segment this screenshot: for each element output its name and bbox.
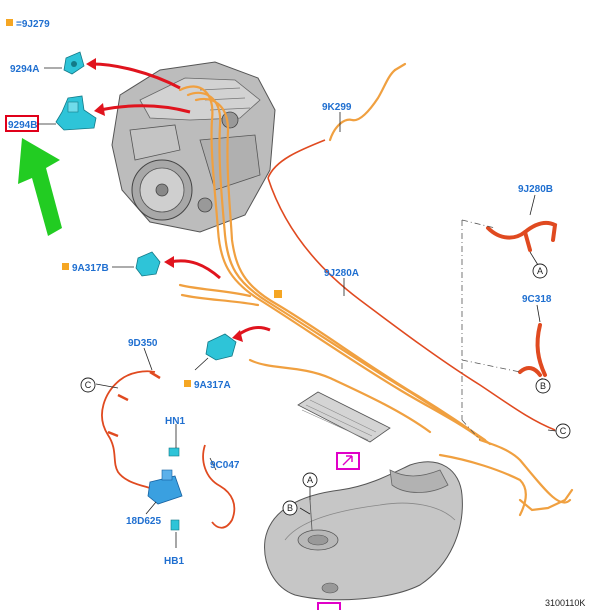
magenta-callout-2 <box>317 602 341 610</box>
part-HB1-connector <box>170 519 180 531</box>
label-9294B: 9294B <box>8 120 37 131</box>
figure-id: 3100110K <box>545 598 585 608</box>
highlight-box-9294B <box>5 115 39 132</box>
legend-orange-square <box>6 19 13 26</box>
part-9A317B-clip <box>135 251 161 277</box>
label-9D350: 9D350 <box>128 338 158 349</box>
magenta-callout-1 <box>336 452 360 470</box>
fuel-lines-orange <box>178 62 574 517</box>
connector-A-top: A <box>532 263 548 279</box>
svg-text:C: C <box>85 380 92 390</box>
label-9A317A: 9A317A <box>194 380 231 391</box>
dashed-leader-lines <box>461 219 521 441</box>
label-9K299: 9K299 <box>322 102 352 113</box>
green-arrow <box>18 138 62 236</box>
legend-code: =9J279 <box>16 19 50 30</box>
orange-marker-9A317A <box>184 380 191 387</box>
connector-B-right: B <box>535 378 551 394</box>
svg-text:A: A <box>537 266 543 276</box>
hose-9C318 <box>518 323 547 377</box>
svg-text:A: A <box>307 475 313 485</box>
connector-C-left: C <box>80 377 96 393</box>
label-9C047: 9C047 <box>210 460 240 471</box>
hose-9J280B <box>486 220 558 242</box>
fuel-tank <box>264 461 463 601</box>
part-18D625-valve <box>147 469 183 505</box>
orange-marker-1 <box>274 290 282 298</box>
hose-9J280A <box>267 177 556 431</box>
part-9294A-bracket <box>63 51 85 75</box>
svg-text:B: B <box>540 381 546 391</box>
connector-C-right: C <box>555 423 571 439</box>
part-HN1-connector <box>168 447 180 457</box>
label-HB1: HB1 <box>164 556 184 567</box>
label-9294A: 9294A <box>10 64 39 75</box>
label-HN1: HN1 <box>165 416 185 427</box>
red-arrows <box>91 62 271 337</box>
leader-lines <box>38 67 557 548</box>
heat-shield-plate <box>297 391 391 443</box>
part-9294B-bracket <box>55 95 97 131</box>
orange-marker-9A317B <box>62 263 69 270</box>
svg-text:B: B <box>287 503 293 513</box>
label-18D625: 18D625 <box>126 516 161 527</box>
hose-9D350 <box>101 370 156 489</box>
label-9J280B: 9J280B <box>518 184 553 195</box>
red-arrow-heads <box>86 58 243 342</box>
connector-B-tank: B <box>282 500 298 516</box>
engine-block <box>111 61 276 233</box>
label-9A317B: 9A317B <box>72 263 109 274</box>
label-9C318: 9C318 <box>522 294 552 305</box>
hose-9C047 <box>202 444 236 529</box>
part-9A317A-clip <box>205 333 237 361</box>
label-9J280A: 9J280A <box>324 268 359 279</box>
svg-text:C: C <box>560 426 567 436</box>
connector-A-tank: A <box>302 472 318 488</box>
